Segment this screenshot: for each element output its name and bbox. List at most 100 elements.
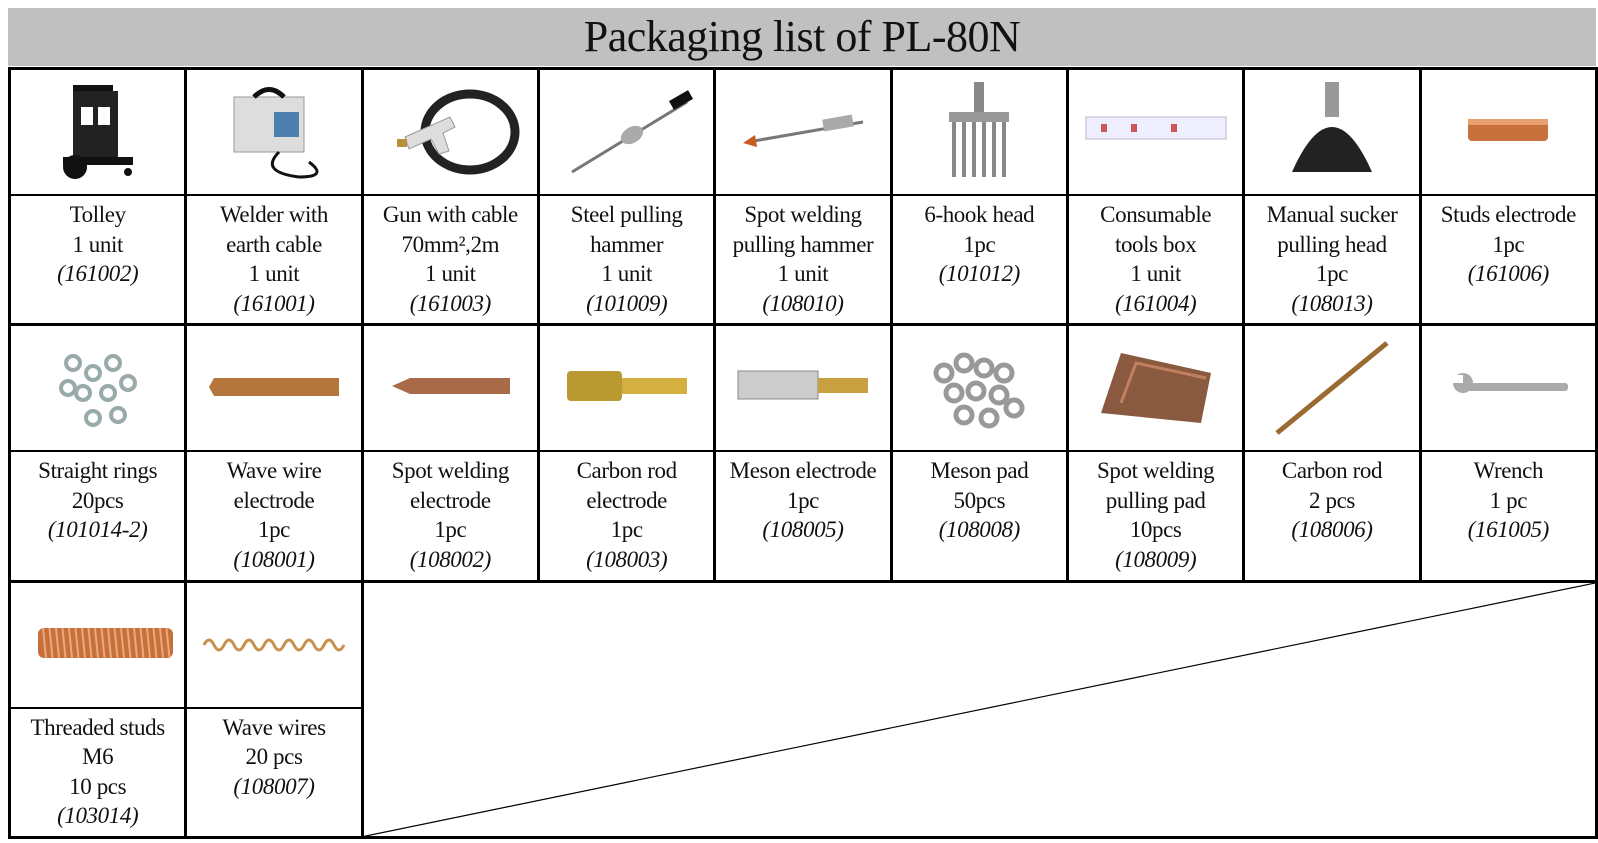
item-image [11, 70, 185, 196]
packaging-table: Tolley 1 unit (161002) Welder with earth cab… [8, 67, 1598, 839]
item-quantity: 1pc [1492, 231, 1525, 257]
item-image [11, 326, 185, 453]
item-image [716, 70, 890, 196]
item-image [892, 326, 1066, 453]
item-image [187, 70, 361, 196]
rings-icon [58, 354, 137, 428]
item-name: 70mm²,2m [401, 231, 500, 257]
item-code: (108003) [586, 546, 668, 572]
item-cell: Tolley 1 unit (161002) [11, 70, 185, 324]
item-quantity: 1pc [1315, 261, 1348, 286]
item-code: (108005) [762, 517, 844, 543]
item-cell: Wave wires 20 pcs (108007) [187, 582, 361, 836]
item-name: pulling pad [1105, 487, 1206, 513]
item-image [539, 70, 714, 196]
item-code: (108006) [1291, 517, 1373, 543]
item-image [1068, 326, 1243, 453]
item-code: (101014-2) [47, 517, 148, 543]
item-name: Wrench [1473, 458, 1544, 484]
item-name: Welder with [219, 202, 329, 227]
wrench-icon [1451, 373, 1569, 394]
item-quantity: 10pcs [1129, 517, 1182, 543]
studs-electrode-icon [1468, 119, 1549, 141]
item-name: Carbon rod [576, 458, 678, 484]
page-title: Packaging list of PL-80N [8, 8, 1596, 66]
item-quantity: 1 unit [601, 261, 652, 286]
item-name: Threaded studs [30, 714, 166, 740]
threaded-studs-icon [37, 627, 173, 658]
item-quantity: 50pcs [953, 487, 1006, 513]
item-quantity: 1pc [610, 517, 643, 543]
meson-electrode-icon [737, 370, 868, 400]
item-quantity: 1 unit [248, 261, 300, 286]
item-code: (108007) [233, 773, 315, 799]
item-image [363, 70, 537, 196]
item-quantity: 10 pcs [69, 773, 127, 799]
item-quantity: 1pc [257, 517, 290, 543]
item-code: (108001) [233, 546, 315, 572]
item-quantity: 1 unit [72, 231, 123, 257]
item-name: Carbon rod [1281, 458, 1383, 484]
item-name: hammer [590, 231, 664, 257]
welder-icon [233, 87, 319, 179]
wave-electrode-icon [208, 378, 339, 397]
item-code: (161002) [57, 261, 139, 286]
item-text: Carbon rod 2 pcs (108006) [1245, 452, 1418, 579]
item-name: Spot welding [1097, 458, 1215, 484]
item-name: Spot welding [391, 458, 510, 484]
item-quantity: 20 pcs [245, 744, 303, 770]
spot-hammer-icon [742, 114, 864, 147]
item-image [1421, 326, 1595, 453]
item-image [11, 583, 185, 709]
washers-icon [933, 352, 1025, 429]
item-cell: Carbon rod 2 pcs (108006) [1245, 326, 1419, 580]
item-quantity: 2 pcs [1309, 487, 1355, 513]
item-name: Wave wire [226, 458, 322, 484]
item-code: (108013) [1291, 290, 1373, 316]
carbon-electrode-icon [566, 371, 687, 402]
item-quantity: 1pc [963, 231, 996, 257]
item-text: Wave wires 20 pcs (108007) [187, 709, 360, 836]
empty-cell [363, 582, 1595, 836]
item-name: earth cable [226, 231, 322, 257]
item-name: M6 [82, 744, 114, 770]
item-name: Meson pad [930, 458, 1029, 484]
item-quantity: 1pc [434, 517, 467, 543]
item-code: (161001) [233, 290, 315, 316]
item-code: (108002) [409, 546, 492, 572]
item-name: Manual sucker [1266, 202, 1398, 227]
diagonal-line [364, 583, 1595, 836]
carbon-rod-icon [1275, 341, 1389, 436]
item-image [1245, 326, 1419, 453]
item-code: (108010) [762, 290, 844, 316]
item-name: Tolley [69, 202, 126, 227]
item-image [1421, 70, 1595, 196]
item-image [539, 326, 714, 453]
item-name: Wave wires [222, 714, 326, 740]
item-name: Steel pulling [570, 202, 683, 227]
item-image [1245, 70, 1419, 196]
item-quantity: 1pc [786, 487, 819, 513]
item-image [187, 583, 361, 709]
item-quantity: 1 pc [1489, 487, 1528, 513]
